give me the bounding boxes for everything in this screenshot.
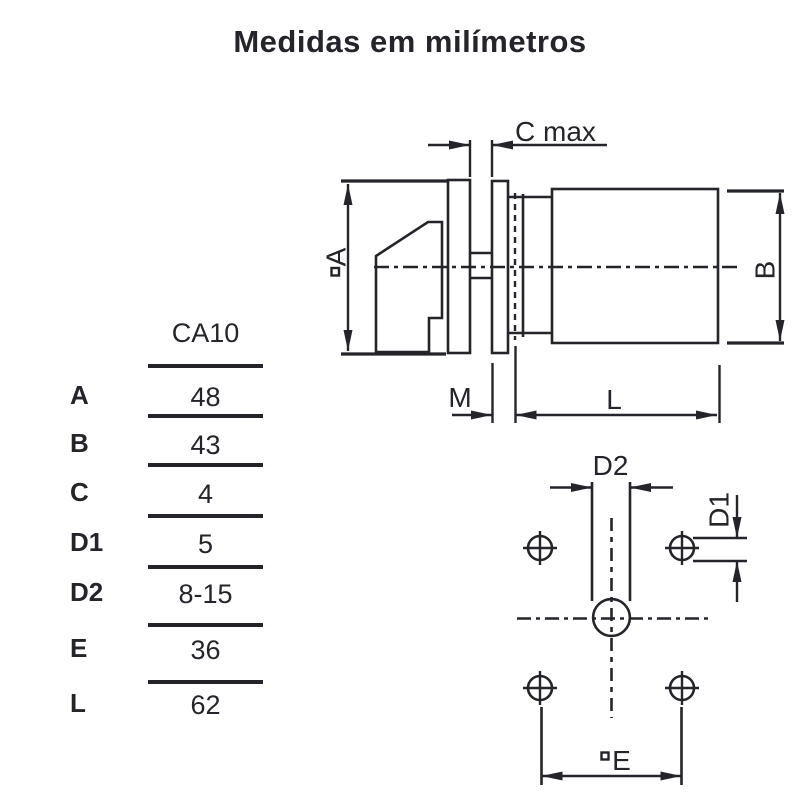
table-divider (148, 680, 263, 684)
dimension-D1: D1 (693, 492, 747, 602)
table-divider (148, 414, 263, 418)
table-row-param: L (70, 688, 86, 718)
dimension-L: L (515, 365, 721, 423)
fixing-hole (665, 531, 699, 565)
dimension-A: A (321, 179, 448, 356)
square-section-symbol (600, 751, 610, 761)
arrowhead-right (696, 410, 717, 420)
table-row-param: B (70, 428, 89, 458)
page-title: Medidas em milímetros (233, 24, 587, 59)
table-row-value: 43 (190, 430, 221, 460)
table-row-value: 36 (190, 635, 221, 665)
table-row-value: 4 (197, 479, 214, 509)
dimension-label-D2: D2 (593, 450, 629, 481)
arrowhead-down (732, 517, 742, 538)
table-row-param: D2 (70, 577, 104, 607)
square-section-symbol (330, 266, 341, 277)
arrowhead-up (775, 193, 785, 214)
table-row-param: D1 (70, 527, 104, 557)
table-divider (148, 623, 263, 627)
table-row-value: 62 (190, 690, 221, 720)
dimension-label-E: E (612, 745, 631, 776)
dimension-B: B (727, 189, 785, 345)
arrowhead-up (343, 184, 353, 205)
arrowhead-left (541, 771, 563, 781)
dimension-E: E (540, 707, 683, 785)
table-divider (148, 514, 263, 518)
arrowhead-left (515, 410, 537, 420)
dimension-label-D1: D1 (704, 492, 735, 528)
table-divider (148, 463, 263, 467)
dimension-label-L: L (606, 384, 622, 415)
slot-outline (590, 482, 632, 601)
side-view-drawing: A B C max M (321, 116, 785, 423)
table-row-value: 5 (197, 529, 214, 559)
table-row-param: C (70, 477, 89, 507)
arrowhead-up (732, 561, 742, 582)
table-column-header: CA10 (171, 318, 240, 348)
arrowhead-right (571, 483, 592, 492)
table-divider (148, 364, 263, 368)
arrowhead-right (449, 140, 470, 150)
dimension-C-max: C max (428, 116, 607, 177)
arrowhead-right (471, 410, 492, 420)
fixing-hole (523, 671, 557, 705)
dimension-label-M: M (448, 382, 471, 413)
arrowhead-left (492, 140, 513, 150)
dimension-D2: D2 (550, 450, 673, 492)
fixing-hole (523, 531, 557, 565)
dimension-label-B: B (750, 261, 781, 280)
table-row-param: A (70, 380, 89, 410)
table-row-param: E (70, 633, 88, 663)
table-divider (148, 565, 263, 569)
knob-outline (374, 220, 444, 354)
table-row-value: 8-15 (178, 579, 233, 609)
arrowhead-right (660, 771, 682, 781)
dimension-label-C-max: C max (515, 116, 596, 147)
arrowhead-left (630, 483, 651, 492)
shaft-lines (470, 251, 492, 280)
dimension-M: M (448, 346, 517, 423)
arrowhead-down (775, 320, 785, 341)
fixing-hole (665, 671, 699, 705)
table-row-value: 48 (190, 382, 221, 412)
arrowhead-down (343, 330, 353, 351)
front-view-drawing: D2 D1 E (517, 450, 747, 785)
dimension-label-A: A (321, 247, 352, 266)
